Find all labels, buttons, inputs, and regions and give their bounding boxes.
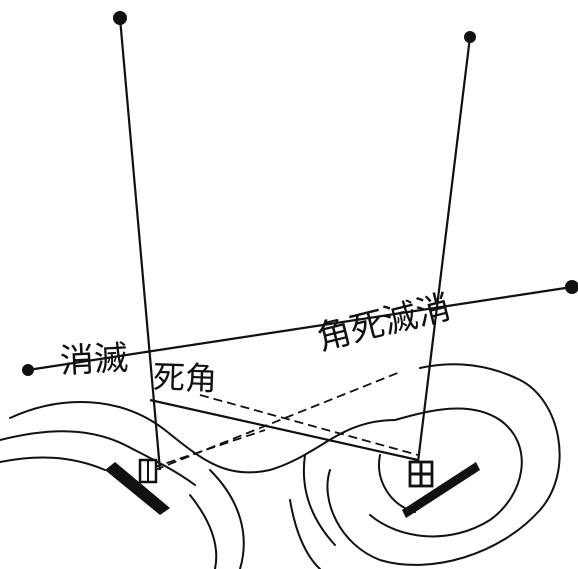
antenna-tip-right xyxy=(464,31,476,43)
contour-line xyxy=(0,430,196,486)
station-base-right xyxy=(402,460,480,518)
station-base-left xyxy=(105,458,170,515)
contour-line xyxy=(0,456,106,471)
contour-line xyxy=(189,494,218,569)
wire-end-right xyxy=(565,280,578,294)
contour-line xyxy=(302,454,336,546)
contour-line xyxy=(326,363,561,566)
contour-line xyxy=(369,407,523,538)
label-dead-angle-left: 死角 xyxy=(152,357,218,399)
antenna-mast-left xyxy=(118,17,162,471)
label-extinction-left: 消滅 xyxy=(58,338,130,382)
wire-line xyxy=(27,285,573,372)
wire-end-left xyxy=(22,364,34,376)
contour-line xyxy=(209,469,245,569)
contour-line xyxy=(289,499,321,569)
dead-angle-line xyxy=(199,394,419,456)
wire-line-secondary xyxy=(149,398,419,462)
dead-angle-line xyxy=(139,429,266,473)
antenna-mast-right xyxy=(416,36,472,463)
antenna-tip-left xyxy=(113,11,127,25)
